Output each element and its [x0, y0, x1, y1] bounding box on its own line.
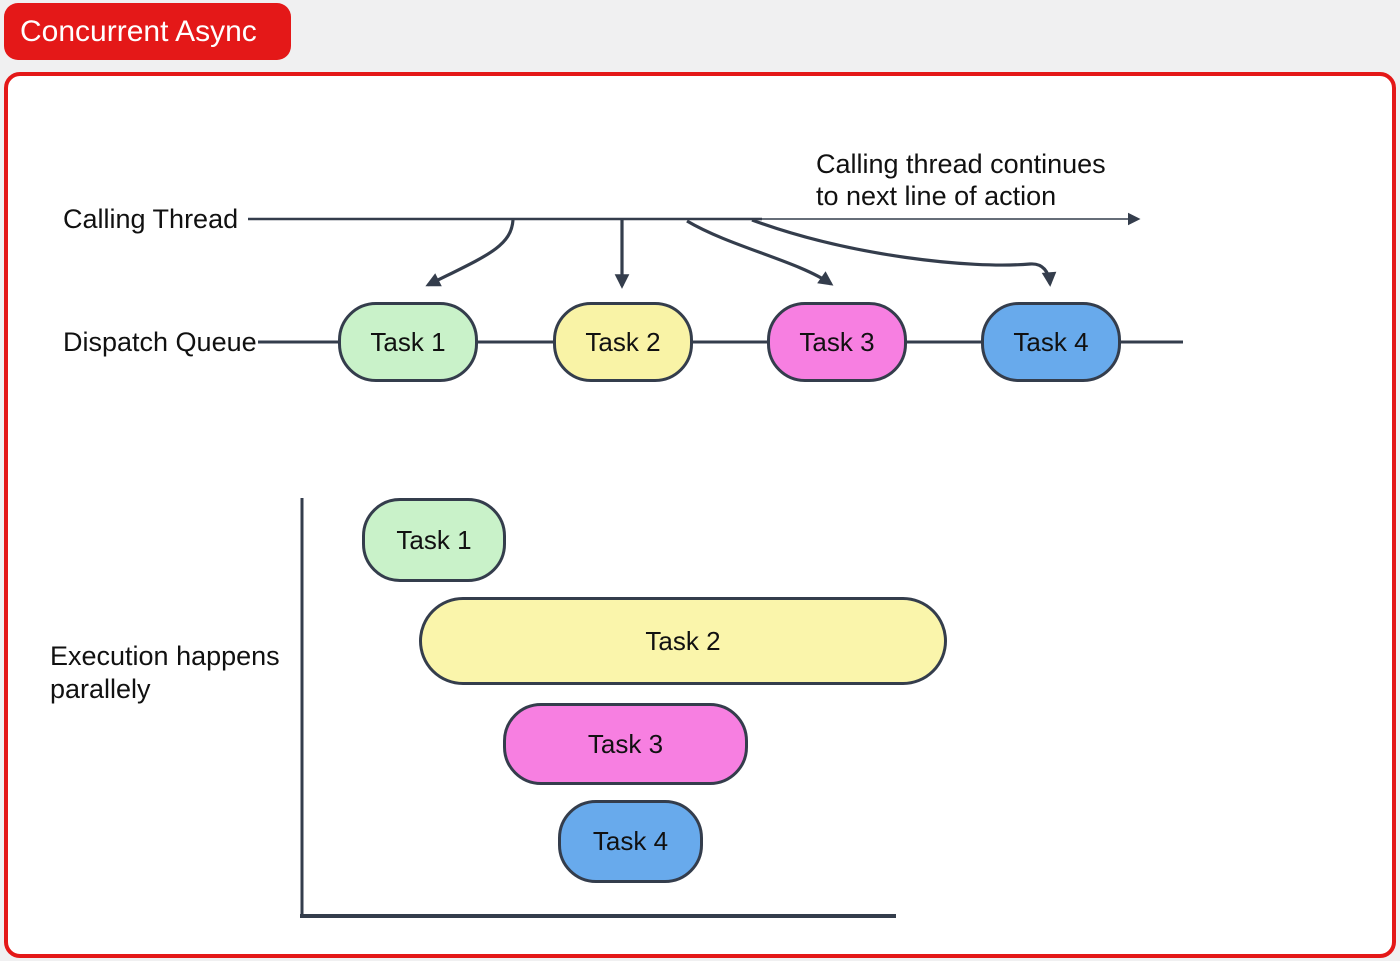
execution-label-line2: parallely: [50, 674, 151, 704]
execution-task-3-label: Task 3: [587, 728, 664, 759]
execution-task-2-label: Task 2: [645, 625, 721, 656]
dispatch-task-3-label: Task 3: [799, 326, 875, 357]
calling-thread-annotation-line1: Calling thread continues: [816, 149, 1106, 179]
dispatch-task-3: Task 3: [767, 302, 907, 382]
execution-task-1-label: Task 1: [396, 524, 472, 555]
execution-task-1: Task 1: [362, 498, 506, 582]
dispatch-task-1: Task 1: [338, 302, 478, 382]
calling-thread-label: Calling Thread: [63, 204, 239, 234]
execution-task-4: Task 4: [558, 800, 703, 883]
execution-label-line1: Execution happens: [50, 641, 280, 671]
execution-task-4-label: Task 4: [592, 826, 669, 856]
title-badge: Concurrent Async: [4, 3, 291, 60]
calling-thread-annotation: Calling thread continues to next line of…: [816, 148, 1106, 212]
dispatch-task-4-label: Task 4: [1013, 326, 1089, 357]
dispatch-task-2-label: Task 2: [585, 326, 661, 357]
dispatch-queue-label: Dispatch Queue: [63, 327, 257, 357]
dispatch-arrow-task4: [751, 218, 1057, 287]
execution-task-2: Task 2: [419, 597, 947, 685]
dispatch-task-4: Task 4: [981, 302, 1121, 382]
dispatch-arrow-task1: [425, 219, 515, 287]
dispatch-task-2: Task 2: [553, 302, 693, 382]
title-badge-label: Concurrent Async: [20, 14, 257, 48]
dispatch-task-1-label: Task 1: [370, 326, 446, 357]
dispatch-arrow-task3: [686, 219, 834, 286]
calling-thread-annotation-line2: to next line of action: [816, 181, 1057, 211]
execution-label: Execution happens parallely: [50, 640, 280, 706]
execution-task-3: Task 3: [503, 703, 748, 785]
